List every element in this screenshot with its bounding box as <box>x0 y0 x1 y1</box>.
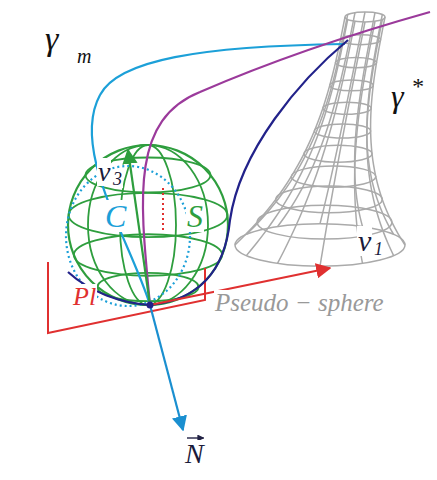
vector-n <box>150 305 183 430</box>
vector-name: v <box>97 158 111 186</box>
vector-name: v <box>357 226 372 256</box>
plane-name: Pl <box>72 284 97 310</box>
sphere-parallel <box>69 193 228 237</box>
curve-gamma-star <box>143 12 430 305</box>
mesh-meridian <box>367 15 394 235</box>
curve-geodesic <box>150 40 348 305</box>
vector-arrow-mark <box>187 437 204 438</box>
mesh-meridian <box>235 17 345 245</box>
vector-name: N <box>184 440 205 468</box>
curve-name: γ <box>390 80 405 112</box>
mesh-meridian <box>355 13 375 227</box>
subscript: 3 <box>112 170 123 188</box>
superscript: * <box>410 74 424 98</box>
sphere-parallel <box>86 158 211 193</box>
sphere-name: S <box>186 200 204 232</box>
curve-name: γ <box>44 22 59 56</box>
subscript: m <box>76 46 92 66</box>
vector-v3 <box>128 150 150 305</box>
point <box>147 302 154 309</box>
sphere-parallel <box>74 234 222 276</box>
surface-name: Pseudo − sphere <box>214 290 385 315</box>
mesh-meridian <box>367 20 394 256</box>
circle-name: C <box>104 200 127 232</box>
subscript: 1 <box>373 240 384 258</box>
mesh-ring <box>235 224 405 267</box>
dotted-line <box>162 188 164 232</box>
